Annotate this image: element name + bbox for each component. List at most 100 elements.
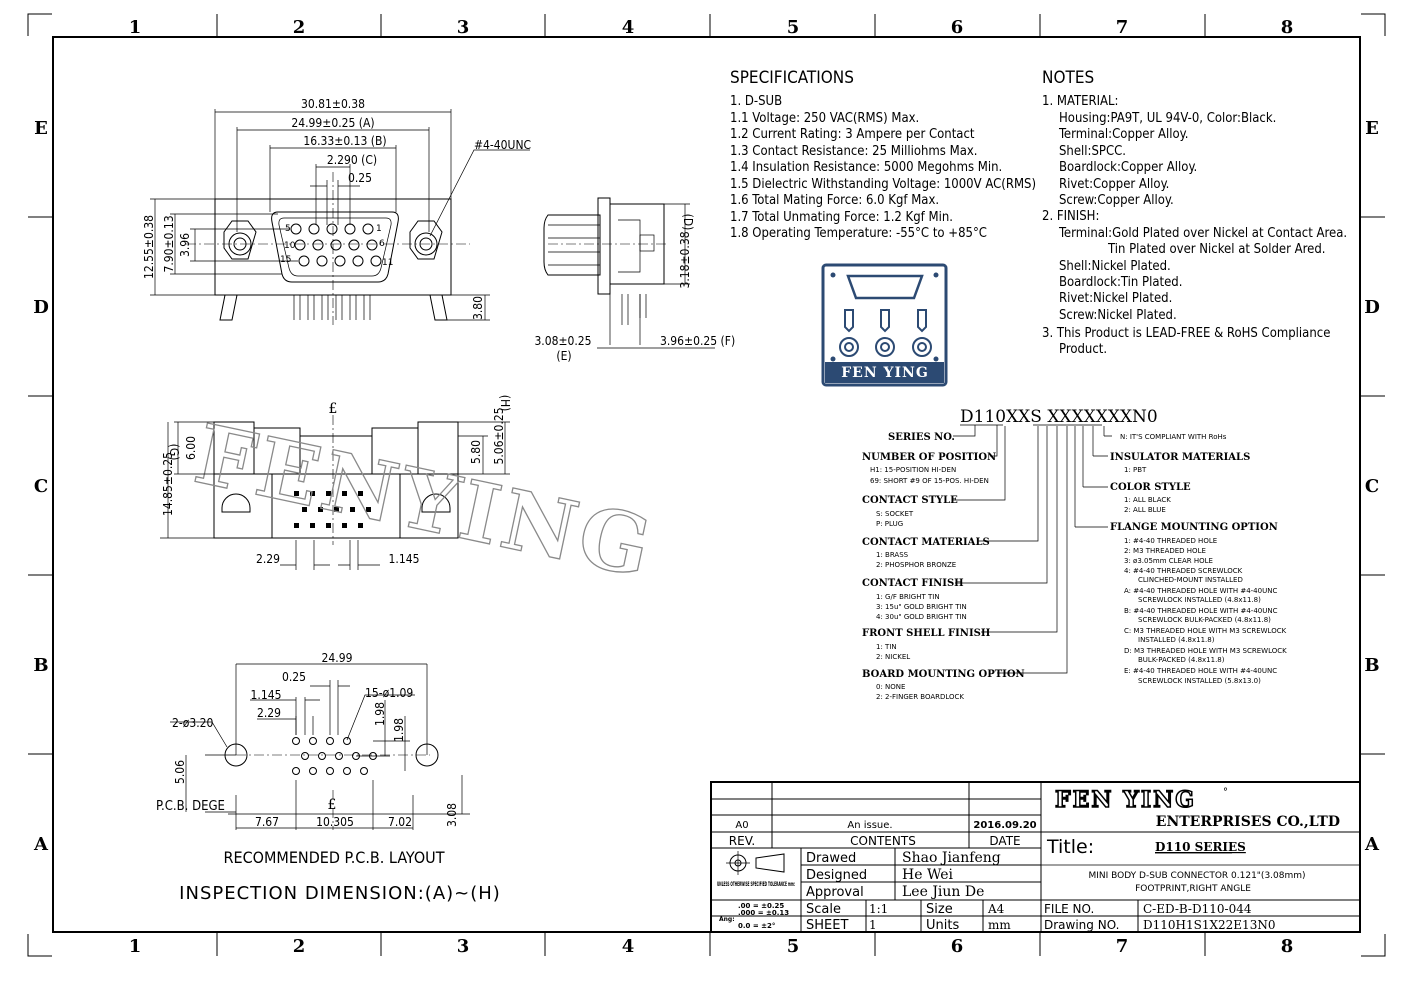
bottom-centerline-mark: £ [329,401,338,417]
pcb-dim-1-98-a: 1.98 [373,702,387,726]
title-label: Title: [1046,836,1094,858]
pcb-dim-24-99: 24.99 [322,651,353,665]
pin-label-6: 6 [379,239,385,249]
drawing-no-value: D110H1S1X22E13N0 [1143,918,1275,932]
dim-12-55: 12.55±0.38 [142,215,156,279]
zone-col-5: 5 [787,17,800,38]
tolerance-ang-label: Ang: [719,916,735,923]
drawed-label: Drawed [806,851,856,866]
pn-contact-finish: CONTACT FINISH [862,578,964,589]
pcb-dim-2-mount-holes: 2-ø3.20 [172,716,214,730]
zone-col-8-bottom: 8 [1281,936,1294,957]
dim-h-label: (H) [498,395,512,412]
zone-col-7-bottom: 7 [1116,936,1129,957]
dim-3-80: 3.80 [471,296,485,320]
specifications-title: SPECIFICATIONS [730,68,854,88]
rev-contents: An issue. [847,820,892,831]
pn-option: P: PLUG [876,520,903,528]
zone-col-2-bottom: 2 [293,936,306,957]
header-date: DATE [989,834,1020,848]
zone-col-3: 3 [457,17,470,38]
file-no-value: C-ED-B-D110-044 [1143,902,1252,916]
dim-5-06: 5.06±0.25 [492,407,506,464]
rev-a0: A0 [735,820,748,831]
description-line-2: FOOTPRINT,RIGHT ANGLE [1135,884,1251,894]
dim-3-96: 3.96 [178,233,192,257]
zone-row-b: B [33,655,48,676]
pcb-dim-5-06: 5.06 [173,760,187,784]
pin-label-10: 10 [284,241,296,251]
pn-option: INSTALLED (4.8x11.8) [1138,636,1215,644]
inspection-note: INSPECTION DIMENSION:(A)~(H) [179,883,501,904]
pcb-edge-label: P.C.B. DEGE [156,799,225,814]
approval-label: Approval [806,885,864,900]
pin-label-15: 15 [280,255,291,265]
dim-16-33-b: 16.33±0.13 (B) [303,134,386,148]
units-value: mm [988,918,1011,932]
note-line: Rivet:Nickel Plated. [1059,291,1172,306]
tolerance-3: 0.0 = ±2° [738,922,775,930]
pn-option: 1: #4-40 THREADED HOLE [1124,537,1217,545]
screwlock-right-icon [409,220,443,260]
pn-series-no: SERIES NO. [888,432,955,443]
header-contents: CONTENTS [850,834,916,848]
title-block: A0 An issue. 2016.09.20 REV. CONTENTS DA… [710,781,1361,933]
dim-3-08: 3.08±0.25 [534,334,591,348]
pn-insulator-materials: INSULATOR MATERIALS [1110,452,1250,463]
bottom-pin-array [294,491,371,528]
pn-color-style: COLOR STYLE [1110,482,1191,493]
designed-value: He Wei [902,867,953,883]
bottom-view: £ FENYING (H) 5.06±0.25 5.80 6.00 (G) 14… [160,395,663,598]
size-label: Size [926,902,953,917]
pin-icons [839,309,932,357]
drawing-frame [27,13,1386,957]
pcb-centerline-mark: £ [328,797,337,813]
sheet-label: SHEET [806,918,848,933]
zone-row-c: C [34,476,48,497]
note-line: 2. FINISH: [1042,209,1099,224]
dim-e-label: (E) [556,349,571,363]
units-label: Units [926,918,959,933]
pn-option: 2: 2-FINGER BOARDLOCK [876,693,964,701]
zone-labels: 1 2 3 4 5 6 7 8 1 2 3 4 5 6 7 8 E D C B … [33,17,1380,957]
pn-option: H1: 15-POSITION HI-DEN [870,466,956,474]
dim-0-25: 0.25 [348,171,372,185]
note-line: Housing:PA9T, UL 94V-0, Color:Black. [1059,111,1276,126]
pn-number-position: NUMBER OF POSITION [862,452,996,463]
tolerance-1: .00 = ±0.25 [738,902,784,910]
spec-line: 1. D-SUB [730,94,782,109]
dim-5-80: 5.80 [469,440,483,464]
zone-row-b-right: B [1364,655,1379,676]
dim-6-00: 6.00 [184,436,198,460]
note-line: Screw:Nickel Plated. [1059,308,1177,323]
title-value: D110 SERIES [1155,840,1246,854]
note-line: Shell:SPCC. [1059,144,1126,159]
pn-contact-materials: CONTACT MATERIALS [862,537,990,548]
zone-col-6: 6 [951,17,964,38]
specifications-block: SPECIFICATIONS 1. D-SUB 1.1 Voltage: 250… [730,68,1036,241]
file-no-label: FILE NO. [1044,902,1094,916]
side-view: (D) 3.18±0.38 3.08±0.25 (E) 3.96±0.25 (F… [534,197,735,363]
drawed-value: Shao Jianfeng [902,850,1001,866]
pn-rohs: N: IT'S COMPLIANT WITH RoHs [1120,433,1227,441]
pn-option: B: #4-40 THREADED HOLE WITH #4-40UNC [1124,607,1278,615]
note-line: 1. MATERIAL: [1042,94,1119,109]
note-line: Product. [1059,342,1107,357]
registered-mark: ° [1223,787,1228,798]
tolerance-2: .000 = ±0.13 [738,909,789,917]
approval-value: Lee Jiun De [902,884,984,900]
size-value: A4 [987,902,1005,916]
pn-option: 2: M3 THREADED HOLE [1124,547,1206,555]
pcb-dim-7-67: 7.67 [255,815,279,829]
spec-line: 1.6 Total Mating Force: 6.0 Kgf Max. [730,193,939,208]
pn-option: S: SOCKET [876,510,914,518]
dim-d-label: (D) [681,214,695,231]
zone-row-e: E [34,118,48,139]
pcb-caption: RECOMMENDED P.C.B. LAYOUT [224,848,445,867]
pn-option: SCREWLOCK BULK-PACKED (4.8x11.8) [1138,616,1271,624]
pn-option: 1: TIN [876,643,897,651]
zone-row-a-right: A [1364,834,1380,855]
zone-col-4: 4 [622,17,635,38]
pcb-dim-3-08: 3.08 [445,803,459,827]
zone-row-e-right: E [1365,118,1379,139]
